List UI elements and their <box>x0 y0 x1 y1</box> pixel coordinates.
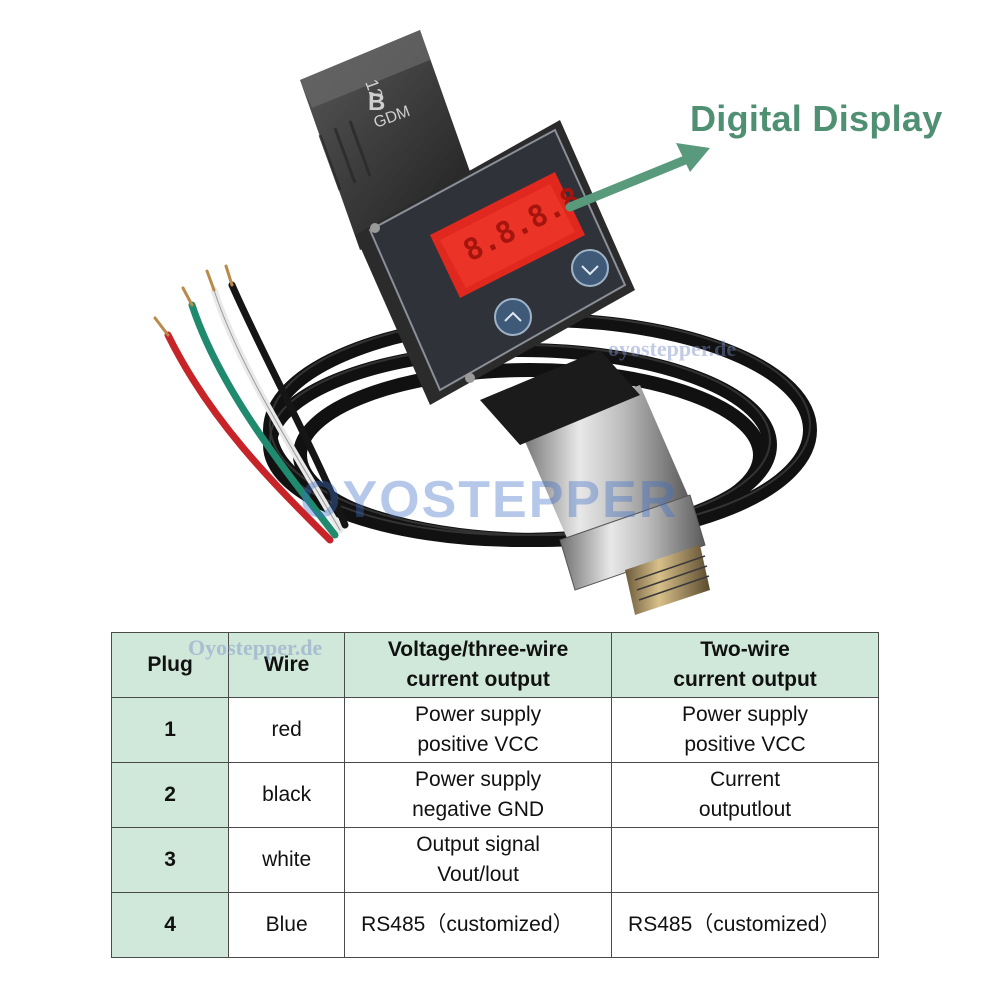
table-row: 3 white Output signal Vout/lout <box>110 827 879 893</box>
wire-cell: Blue <box>228 892 346 958</box>
two-wire-cell: Current outputlout <box>611 762 879 828</box>
plug-cell: 4 <box>110 892 230 958</box>
product-photo: 12 B GDM 8.8.8.8 <box>153 30 817 615</box>
plug-cell: 2 <box>110 762 230 828</box>
header-voltage-output: Voltage/three-wire current output <box>344 632 613 698</box>
wires <box>153 264 349 544</box>
header-wire: Wire <box>228 632 346 698</box>
chevron-down-icon <box>581 265 599 276</box>
plug-cell: 3 <box>110 827 230 893</box>
down-button[interactable] <box>571 249 609 287</box>
two-wire-cell <box>611 827 879 893</box>
table-header-row: Plug Wire Voltage/three-wire current out… <box>110 632 879 698</box>
watermark-large: OYOSTEPPER <box>300 471 679 529</box>
led-display <box>430 172 585 298</box>
voltage-cell: Power supply negative GND <box>344 762 613 828</box>
table-row: 2 black Power supply negative GND Curren… <box>110 762 879 828</box>
two-wire-cell: Power supply positive VCC <box>611 697 879 763</box>
watermark-small: oyostepper.de <box>608 336 737 361</box>
callout-label: Digital Display <box>690 98 943 139</box>
wire-cell: white <box>228 827 346 893</box>
up-button[interactable] <box>494 298 532 336</box>
watermark-small: Oyostepper.de <box>188 635 323 660</box>
sensor-body <box>480 350 710 615</box>
wire-cell: black <box>228 762 346 828</box>
table-row: 4 Blue RS485（customized） RS485（customize… <box>110 892 879 958</box>
voltage-cell: Power supply positive VCC <box>344 697 613 763</box>
connector-label-b: B <box>368 89 385 116</box>
wire-cell: red <box>228 697 346 763</box>
pressure-transmitter-illustration: 12 B GDM 8.8.8.8 <box>153 30 817 615</box>
header-plug: Plug <box>110 632 230 698</box>
chevron-up-icon <box>504 311 522 322</box>
display-head: 8.8.8.8 <box>355 120 635 405</box>
callout-arrow <box>565 143 710 212</box>
plug-cell: 1 <box>110 697 230 763</box>
wiring-table: Plug Wire Voltage/three-wire current out… <box>110 632 879 958</box>
voltage-cell: Output signal Vout/lout <box>344 827 613 893</box>
table-row: 1 red Power supply positive VCC Power su… <box>110 697 879 763</box>
header-two-wire-output: Two-wire current output <box>611 632 879 698</box>
two-wire-cell: RS485（customized） <box>611 892 879 958</box>
voltage-cell: RS485（customized） <box>344 892 613 958</box>
